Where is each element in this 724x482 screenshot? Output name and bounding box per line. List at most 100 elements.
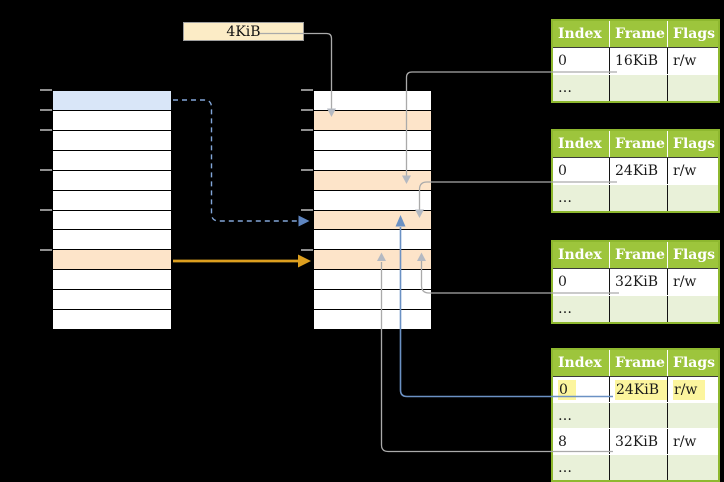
- cell-frame: [610, 185, 668, 211]
- cell-flags: r/w: [668, 377, 718, 402]
- highlighted-value: 0: [558, 379, 576, 400]
- cell-index: …: [553, 75, 610, 101]
- cell-frame: [610, 403, 668, 428]
- address-tick: [40, 168, 52, 171]
- column-header-index: Index: [553, 131, 610, 157]
- memory-row: [314, 169, 431, 190]
- memory-row: [314, 249, 431, 270]
- address-tick: [301, 128, 313, 131]
- frame-size-label-box: 4KiB: [183, 22, 304, 41]
- table-header-row: Index Frame Flags: [553, 21, 718, 47]
- frame-size-label: 4KiB: [226, 23, 261, 40]
- cell-frame: 16KiB: [610, 48, 668, 74]
- cell-index: …: [553, 403, 610, 428]
- cell-index: 0: [553, 269, 610, 295]
- column-header-flags: Flags: [673, 26, 715, 42]
- cell-flags: r/w: [673, 274, 697, 290]
- cell-frame: 32KiB: [610, 269, 668, 295]
- cell-flags: r/w: [673, 163, 697, 179]
- table-row: 0 24KiB r/w: [553, 157, 718, 184]
- table-row: 0 16KiB r/w: [553, 47, 718, 74]
- column-header-frame: Frame: [610, 242, 668, 268]
- page-table-4: Index Frame Flags 0 24KiB r/w … 8 32KiB …: [551, 348, 720, 482]
- column-header-flags: Flags: [673, 136, 715, 152]
- memory-row: [314, 309, 431, 330]
- page-table-1: Index Frame Flags 0 16KiB r/w …: [551, 19, 720, 103]
- cell-index: …: [553, 296, 610, 322]
- address-tick: [301, 209, 313, 211]
- memory-row: [53, 109, 171, 130]
- column-header-flags: Flags: [673, 355, 715, 371]
- memory-row: [314, 289, 431, 310]
- highlighted-value: 24KiB: [615, 379, 668, 400]
- cell-index: …: [553, 185, 610, 211]
- table-row: 8 32KiB r/w: [553, 428, 718, 454]
- table-header-row: Index Frame Flags: [553, 350, 718, 376]
- cell-flags: r/w: [673, 433, 697, 450]
- left-column-tick-rail: [40, 89, 52, 330]
- column-header-frame: Frame: [610, 131, 668, 157]
- arrow-orange-page-to-frame: [173, 254, 311, 268]
- arrow-virtual-page-to-frame-dashed: [173, 99, 310, 227]
- cell-flags: [668, 296, 718, 322]
- memory-row: [53, 309, 171, 330]
- column-header-flags: Flags: [673, 247, 715, 263]
- memory-row: [53, 249, 171, 270]
- memory-row: [53, 169, 171, 190]
- cell-frame: 32KiB: [610, 429, 668, 454]
- memory-row: [53, 189, 171, 210]
- memory-row: [53, 149, 171, 170]
- cell-flags: [668, 185, 718, 211]
- cell-flags: [668, 75, 718, 101]
- memory-row: [314, 189, 431, 210]
- cell-index: 0: [553, 377, 610, 402]
- cell-index: 0: [553, 158, 610, 184]
- highlighted-value: r/w: [673, 379, 706, 400]
- cell-frame: [610, 296, 668, 322]
- cell-frame: 24KiB: [610, 158, 668, 184]
- table-row: 0 32KiB r/w: [553, 268, 718, 295]
- memory-row: [53, 129, 171, 150]
- memory-row: [53, 229, 171, 250]
- middle-column-tick-rail: [301, 89, 313, 330]
- table-row-ellipsis: …: [553, 295, 718, 322]
- memory-row: [314, 229, 431, 250]
- page-table-2: Index Frame Flags 0 24KiB r/w …: [551, 129, 720, 213]
- address-tick: [40, 108, 52, 111]
- memory-row: [53, 209, 171, 230]
- table-row-ellipsis: …: [553, 454, 718, 480]
- address-tick: [40, 248, 52, 251]
- column-header-frame: Frame: [610, 21, 668, 47]
- column-header-index: Index: [553, 242, 610, 268]
- memory-row: [53, 269, 171, 290]
- cell-flags: [668, 455, 718, 480]
- memory-row: [314, 209, 431, 230]
- table-row-ellipsis: …: [553, 402, 718, 428]
- table-row-highlighted: 0 24KiB r/w: [553, 376, 718, 402]
- address-tick: [301, 248, 313, 251]
- table-row-ellipsis: …: [553, 74, 718, 101]
- physical-frame-column: [313, 90, 432, 330]
- cell-frame: [610, 75, 668, 101]
- address-tick: [40, 209, 52, 211]
- cell-frame: 24KiB: [610, 377, 668, 402]
- cell-frame: [610, 455, 668, 480]
- cell-flags: [668, 403, 718, 428]
- table-row-ellipsis: …: [553, 184, 718, 211]
- memory-row: [314, 129, 431, 150]
- column-header-index: Index: [553, 350, 610, 376]
- memory-row: [314, 109, 431, 130]
- address-tick: [301, 89, 313, 91]
- address-tick: [40, 89, 52, 91]
- cell-flags: r/w: [673, 53, 697, 69]
- memory-row: [53, 91, 171, 110]
- address-tick: [301, 108, 313, 111]
- memory-row: [314, 91, 431, 110]
- table-header-row: Index Frame Flags: [553, 242, 718, 268]
- column-header-frame: Frame: [610, 350, 668, 376]
- table-header-row: Index Frame Flags: [553, 131, 718, 157]
- memory-row: [314, 149, 431, 170]
- address-tick: [301, 168, 313, 171]
- cell-index: 8: [553, 429, 610, 454]
